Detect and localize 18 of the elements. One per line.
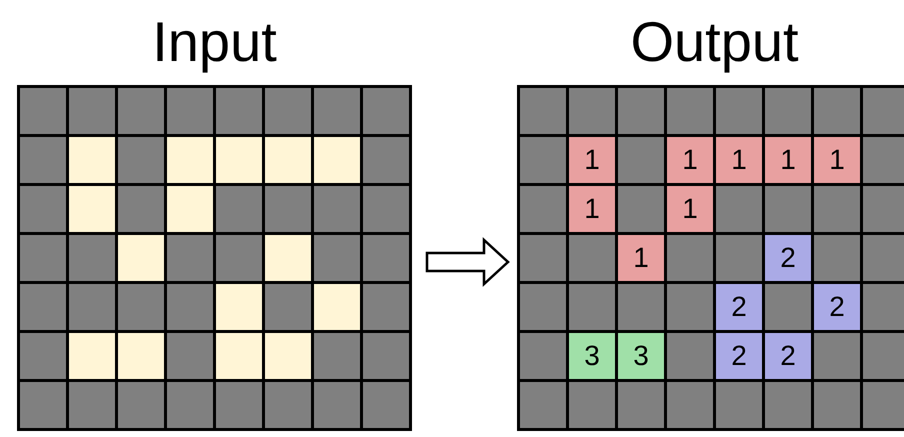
panel-title: Output xyxy=(630,9,799,75)
numbered-cell: 1 xyxy=(618,235,664,281)
numbered-cell: 1 xyxy=(569,186,615,232)
numbered-cell: 3 xyxy=(618,333,664,379)
numbered-cell: 1 xyxy=(569,137,615,183)
numbered-cell: 1 xyxy=(765,137,811,183)
numbered-cell: 2 xyxy=(814,284,860,330)
numbered-cell: 1 xyxy=(814,137,860,183)
numbered-cell: 2 xyxy=(716,333,762,379)
numbered-cell: 2 xyxy=(716,284,762,330)
hollow-arrow xyxy=(426,237,510,287)
numbered-cell: 1 xyxy=(667,137,713,183)
numbered-cell: 2 xyxy=(765,333,811,379)
numbered-cell: 1 xyxy=(716,137,762,183)
numbered-cell: 2 xyxy=(765,235,811,281)
panel-title: Input xyxy=(152,9,277,75)
numbered-cell: 1 xyxy=(667,186,713,232)
numbered-cell: 3 xyxy=(569,333,615,379)
